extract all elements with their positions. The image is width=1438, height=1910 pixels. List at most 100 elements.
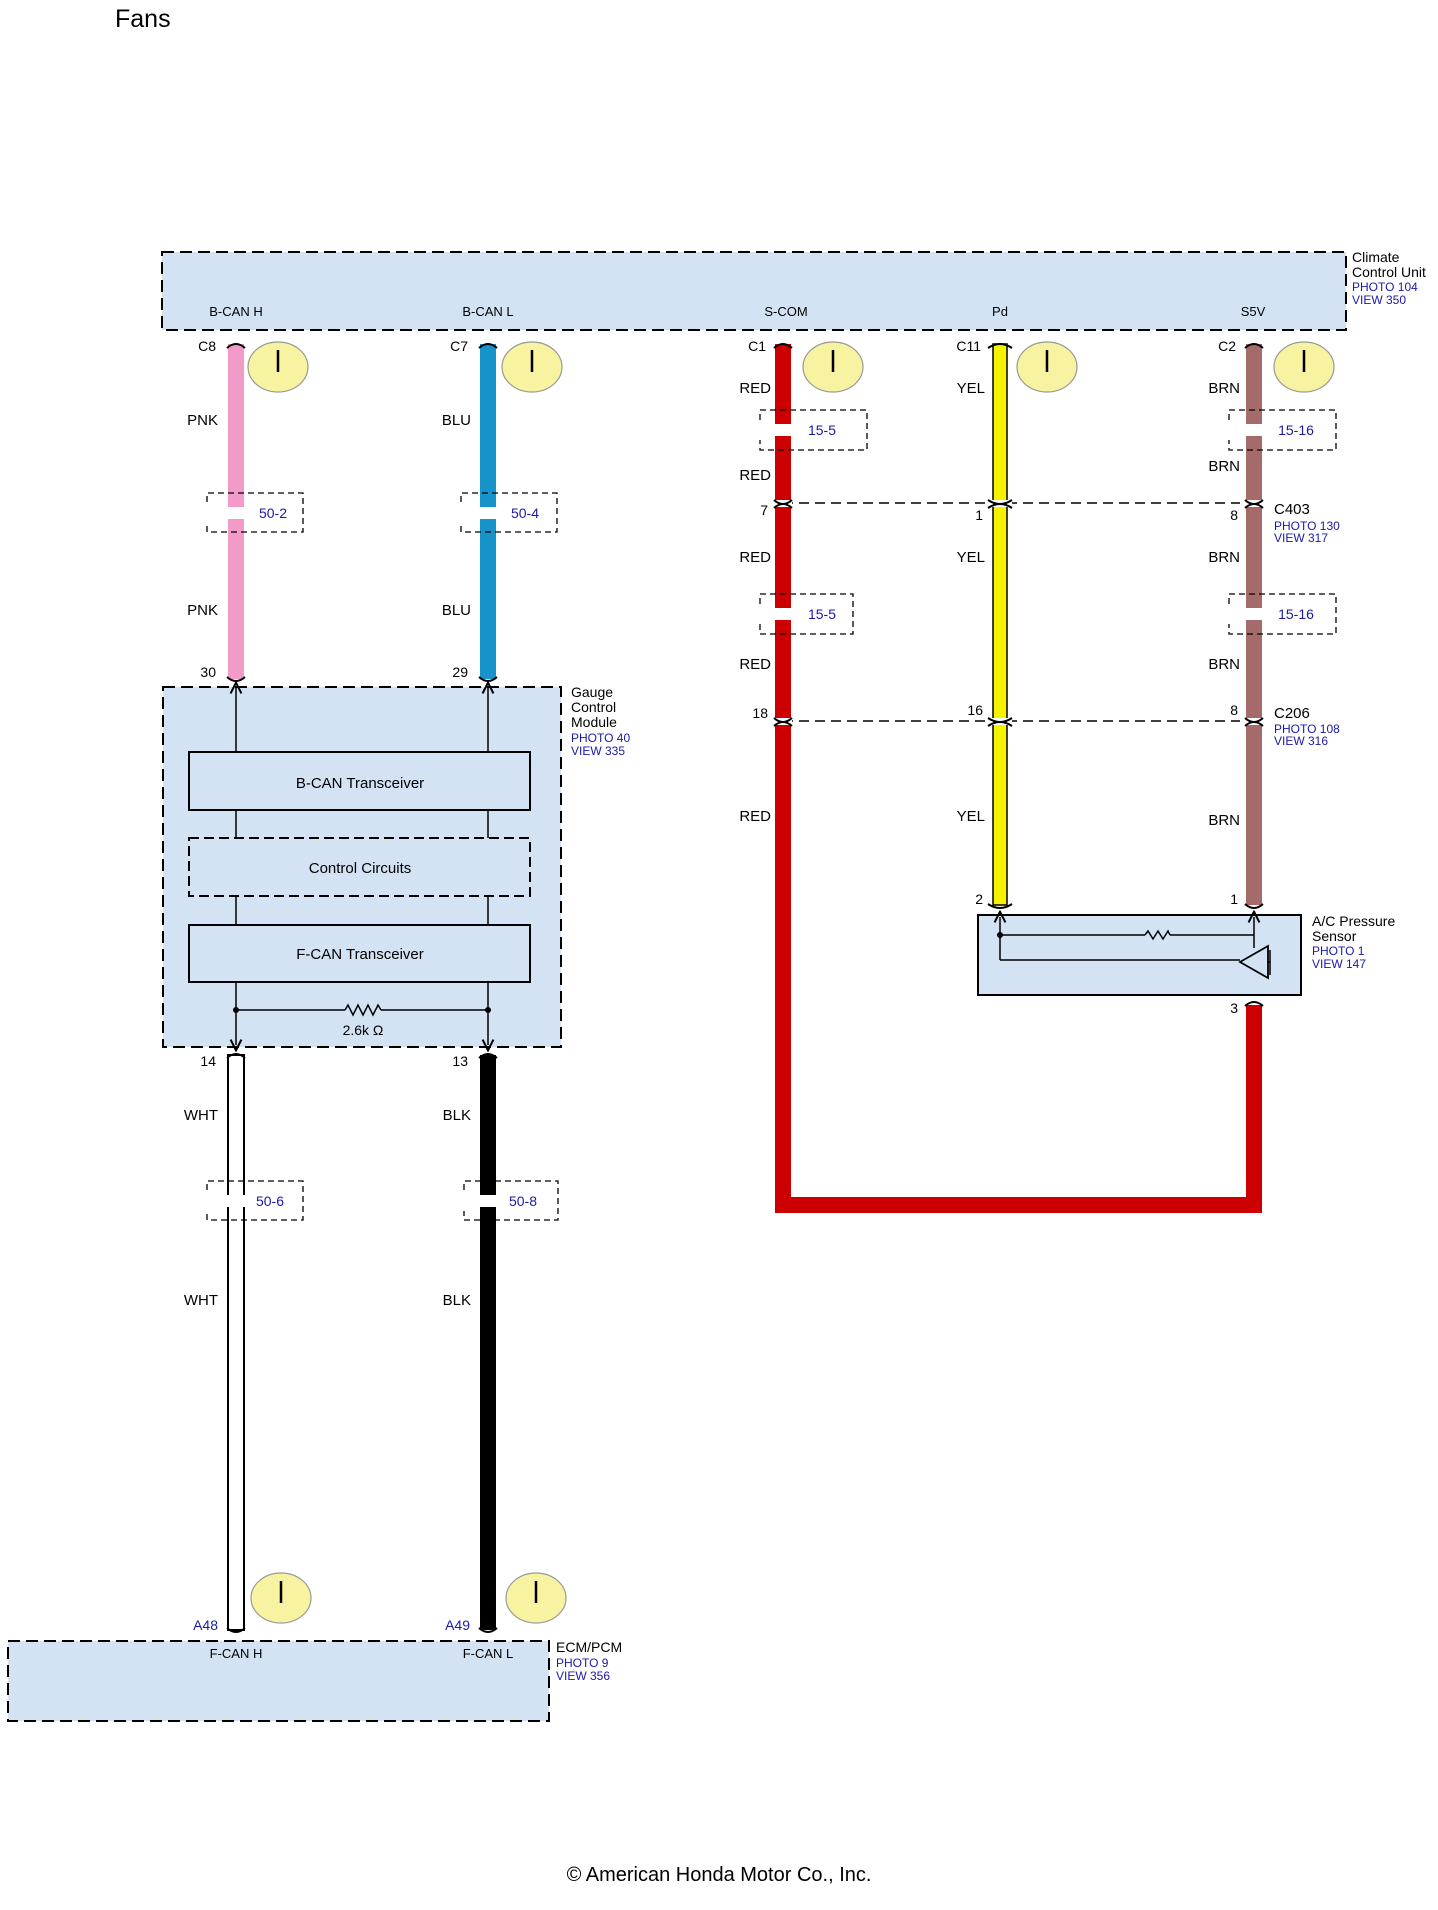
ac-sensor-name-line2: Sensor [1312, 928, 1357, 944]
wire-label: YEL [957, 808, 985, 825]
ac-pressure-sensor-box [977, 914, 1302, 996]
splice-bracket [463, 1180, 559, 1221]
resistor-icon [1144, 929, 1171, 941]
splice-bracket [1228, 593, 1337, 635]
wire-label: BLU [442, 412, 471, 429]
splice-label[interactable]: 50-6 [256, 1193, 284, 1209]
splice-bracket [206, 1180, 304, 1221]
wire-label: RED [739, 467, 771, 484]
c403-name: C403 [1274, 501, 1310, 518]
terminal-sensor-2: 2 [975, 891, 983, 907]
splice-label[interactable]: 50-8 [509, 1193, 537, 1209]
wire-label: BLK [443, 1107, 471, 1124]
wire-red [775, 344, 1262, 1213]
pin-label-f-can-h: F-CAN H [210, 1646, 263, 1661]
ground-marker-icon [247, 341, 309, 393]
pin-label-pd: Pd [992, 304, 1008, 319]
terminal-c11: C11 [956, 338, 981, 354]
c206-photo-ref[interactable]: PHOTO 108 [1274, 722, 1340, 736]
copyright-footer: © American Honda Motor Co., Inc. [566, 1864, 872, 1886]
c206-name: C206 [1274, 705, 1310, 722]
splice-label[interactable]: 15-5 [808, 422, 836, 438]
c403-photo-ref[interactable]: PHOTO 130 [1274, 519, 1340, 533]
terminal-c403-red: 7 [760, 502, 768, 518]
wire-label: WHT [184, 1107, 218, 1124]
ground-marker-icon [1016, 341, 1078, 393]
f-can-transceiver-label: F-CAN Transceiver [296, 946, 424, 963]
wire-label: BRN [1208, 549, 1240, 566]
junction-dot [997, 932, 1003, 938]
pin-label-s5v: S5V [1241, 304, 1266, 319]
splice-bracket [759, 593, 854, 635]
gauge-name-line3: Module [571, 714, 617, 730]
terminal-c7: C7 [450, 338, 468, 354]
wire-label: PNK [187, 412, 218, 429]
ecm-pcm-box [7, 1640, 550, 1722]
control-circuits-block [188, 837, 531, 897]
ecm-photo-ref[interactable]: PHOTO 9 [556, 1656, 609, 1670]
gauge-internal-wiring [236, 688, 488, 1045]
ac-sensor-photo-ref[interactable]: PHOTO 1 [1312, 944, 1365, 958]
splice-label[interactable]: 50-4 [511, 505, 539, 521]
wire-label: YEL [957, 549, 985, 566]
terminal-c2: C2 [1218, 338, 1236, 354]
splice-label[interactable]: 50-2 [259, 505, 287, 521]
wire-label: YEL [957, 380, 985, 397]
terminal-c206-yel: 16 [967, 702, 983, 718]
splice-label[interactable]: 15-5 [808, 606, 836, 622]
junction-dot [233, 1007, 239, 1013]
control-circuits-label: Control Circuits [309, 860, 412, 877]
page-title: Fans [115, 5, 171, 33]
terminal-29: 29 [452, 664, 468, 680]
gauge-name-line1: Gauge [571, 684, 613, 700]
gauge-photo-ref[interactable]: PHOTO 40 [571, 731, 630, 745]
terminal-c8: C8 [198, 338, 216, 354]
f-can-transceiver-block [188, 924, 531, 983]
ecm-view-ref[interactable]: VIEW 356 [556, 1669, 610, 1683]
wire-label: BRN [1208, 458, 1240, 475]
climate-photo-ref[interactable]: PHOTO 104 [1352, 280, 1418, 294]
splice-label[interactable]: 15-16 [1278, 606, 1314, 622]
wire-yel [992, 343, 1008, 906]
amplifier-icon [1238, 944, 1269, 980]
junction-dot [485, 1007, 491, 1013]
pin-label-b-can-l: B-CAN L [462, 304, 513, 319]
ecm-name: ECM/PCM [556, 1639, 622, 1655]
b-can-transceiver-label: B-CAN Transceiver [296, 775, 424, 792]
terminal-a49: A49 [445, 1617, 470, 1633]
resistor-icon [344, 1003, 382, 1017]
wire-blk [480, 1055, 496, 1630]
climate-name-line2: Control Unit [1352, 264, 1426, 280]
terminal-14: 14 [200, 1053, 216, 1069]
ac-sensor-view-ref[interactable]: VIEW 147 [1312, 957, 1366, 971]
wire-label: PNK [187, 602, 218, 619]
wire-label: RED [739, 380, 771, 397]
gauge-view-ref[interactable]: VIEW 335 [571, 744, 625, 758]
terminal-sensor-1: 1 [1230, 891, 1238, 907]
wire-wht [227, 1054, 245, 1631]
wire-label: RED [739, 656, 771, 673]
wire-label: BRN [1208, 656, 1240, 673]
terminal-a48: A48 [193, 1617, 218, 1633]
climate-view-ref[interactable]: VIEW 350 [1352, 293, 1406, 307]
wire-label: WHT [184, 1292, 218, 1309]
splice-bracket [460, 492, 558, 533]
pin-label-f-can-l: F-CAN L [463, 1646, 514, 1661]
ac-sensor-name-line1: A/C Pressure [1312, 913, 1395, 929]
wire-label: RED [739, 808, 771, 825]
splice-bracket [759, 409, 868, 451]
c403-view-ref[interactable]: VIEW 317 [1274, 531, 1328, 545]
terminal-sensor-3: 3 [1230, 1000, 1238, 1016]
terminal-marks [226, 343, 1264, 1633]
wire-label: BLU [442, 602, 471, 619]
climate-control-unit-box [161, 251, 1347, 331]
pin-label-b-can-h: B-CAN H [209, 304, 262, 319]
wire-label: BRN [1208, 812, 1240, 829]
terminal-c403-yel: 1 [975, 507, 983, 523]
ground-marker-icon [1273, 341, 1335, 393]
ground-marker-icon [505, 1572, 567, 1624]
c206-view-ref[interactable]: VIEW 316 [1274, 734, 1328, 748]
splice-label[interactable]: 15-16 [1278, 422, 1314, 438]
